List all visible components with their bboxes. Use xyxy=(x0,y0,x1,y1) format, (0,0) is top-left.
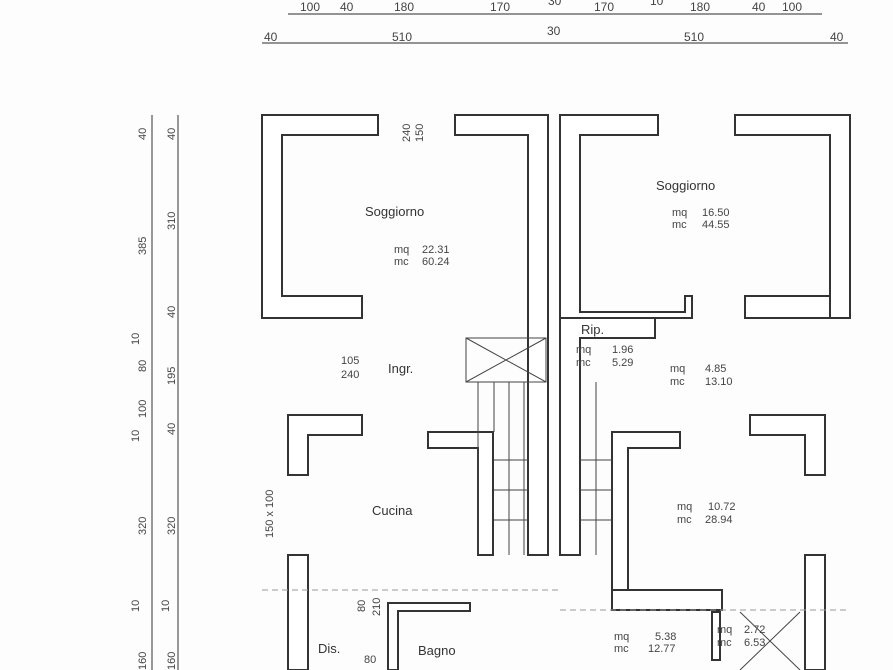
area-value: 10.72 xyxy=(708,501,736,513)
opening-label: 210 xyxy=(371,597,383,616)
dim-label: 180 xyxy=(394,0,415,14)
dim-label: 10 xyxy=(130,332,142,345)
volume-label: mc xyxy=(670,376,685,388)
dim-label: 160 xyxy=(137,651,149,670)
area-label: mq xyxy=(394,244,410,256)
volume-value: 13.10 xyxy=(705,376,733,388)
volume-value: 44.55 xyxy=(702,219,730,231)
wall xyxy=(559,317,656,556)
dim-label: 320 xyxy=(137,516,149,535)
dim-label: 40 xyxy=(752,0,766,14)
dim-label: 40 xyxy=(166,127,178,140)
volume-label: mc xyxy=(672,219,687,231)
dim-label: 100 xyxy=(300,0,321,14)
room-name: Soggiorno xyxy=(656,178,716,193)
dim-label: 170 xyxy=(594,0,615,14)
wall xyxy=(387,602,471,670)
area-label: mq xyxy=(672,207,688,219)
area-value: 2.72 xyxy=(744,624,766,636)
wall xyxy=(287,554,309,670)
dim-label: 170 xyxy=(490,0,511,14)
volume-value: 5.29 xyxy=(612,357,634,369)
wall xyxy=(611,431,681,591)
dim-label: 510 xyxy=(684,30,705,44)
dim-label: 320 xyxy=(166,516,178,535)
dim-label: 10 xyxy=(650,0,664,8)
dim-label: 80 xyxy=(137,359,149,372)
area-label: mq xyxy=(670,363,686,375)
dim-label: 40 xyxy=(340,0,354,14)
dimension-lines xyxy=(151,13,848,670)
dim-label: 40 xyxy=(830,30,844,44)
wall xyxy=(287,414,363,476)
opening-label: 105 xyxy=(341,355,360,367)
room-name: Ingr. xyxy=(388,361,414,376)
area-value: 22.31 xyxy=(422,244,450,256)
dim-label: 310 xyxy=(166,211,178,230)
dim-label: 385 xyxy=(137,236,149,255)
volume-label: mc xyxy=(394,256,409,268)
opening-label: 240 xyxy=(341,369,360,381)
room-name: Rip. xyxy=(581,322,605,337)
opening-label: 240 xyxy=(401,123,413,142)
wall xyxy=(611,589,723,611)
area-label: mq xyxy=(717,624,733,636)
stairs xyxy=(465,337,801,670)
area-value: 5.38 xyxy=(655,631,677,643)
dim-label: 195 xyxy=(166,366,178,385)
wall xyxy=(711,611,721,661)
volume-label: mc xyxy=(614,643,629,655)
dim-label: 30 xyxy=(547,24,561,38)
opening-label: 80 xyxy=(356,599,368,612)
dim-label: 180 xyxy=(690,0,711,14)
room-name: Soggiorno xyxy=(365,204,425,219)
dim-label: 40 xyxy=(166,422,178,435)
dim-label: 30 xyxy=(548,0,562,8)
dim-label: 10 xyxy=(160,599,172,612)
volume-value: 28.94 xyxy=(705,514,733,526)
volume-label: mc xyxy=(576,357,591,369)
dim-label: 40 xyxy=(137,127,149,140)
wall xyxy=(804,554,826,670)
area-value: 16.50 xyxy=(702,207,730,219)
volume-label: mc xyxy=(717,637,732,649)
area-label: mq xyxy=(614,631,630,643)
area-value: 1.96 xyxy=(612,344,634,356)
wall xyxy=(749,414,826,476)
dim-label: 160 xyxy=(166,651,178,670)
dim-label: 40 xyxy=(264,30,278,44)
dim-label: 10 xyxy=(130,599,142,612)
dim-label: 100 xyxy=(782,0,803,14)
room-name: Dis. xyxy=(318,641,341,656)
volume-value: 60.24 xyxy=(422,256,450,268)
dim-label: 40 xyxy=(166,305,178,318)
area-label: mq xyxy=(677,501,693,513)
room-name: Cucina xyxy=(372,503,413,518)
opening-label: 150 xyxy=(414,123,426,142)
opening-label: 150 x 100 xyxy=(264,489,276,538)
volume-value: 6.53 xyxy=(744,637,766,649)
opening-label: 80 xyxy=(364,654,377,666)
wall xyxy=(454,114,549,556)
wall xyxy=(427,431,494,556)
dim-label: 510 xyxy=(392,30,413,44)
area-value: 4.85 xyxy=(705,363,727,375)
room-name: Bagno xyxy=(418,643,456,658)
volume-label: mc xyxy=(677,514,692,526)
area-label: mq xyxy=(576,344,592,356)
dim-label: 100 xyxy=(137,399,149,418)
wall xyxy=(744,295,831,319)
wall xyxy=(261,114,379,319)
dim-label: 10 xyxy=(130,429,142,442)
walls xyxy=(261,114,851,670)
volume-value: 12.77 xyxy=(648,643,676,655)
wall xyxy=(734,114,851,319)
